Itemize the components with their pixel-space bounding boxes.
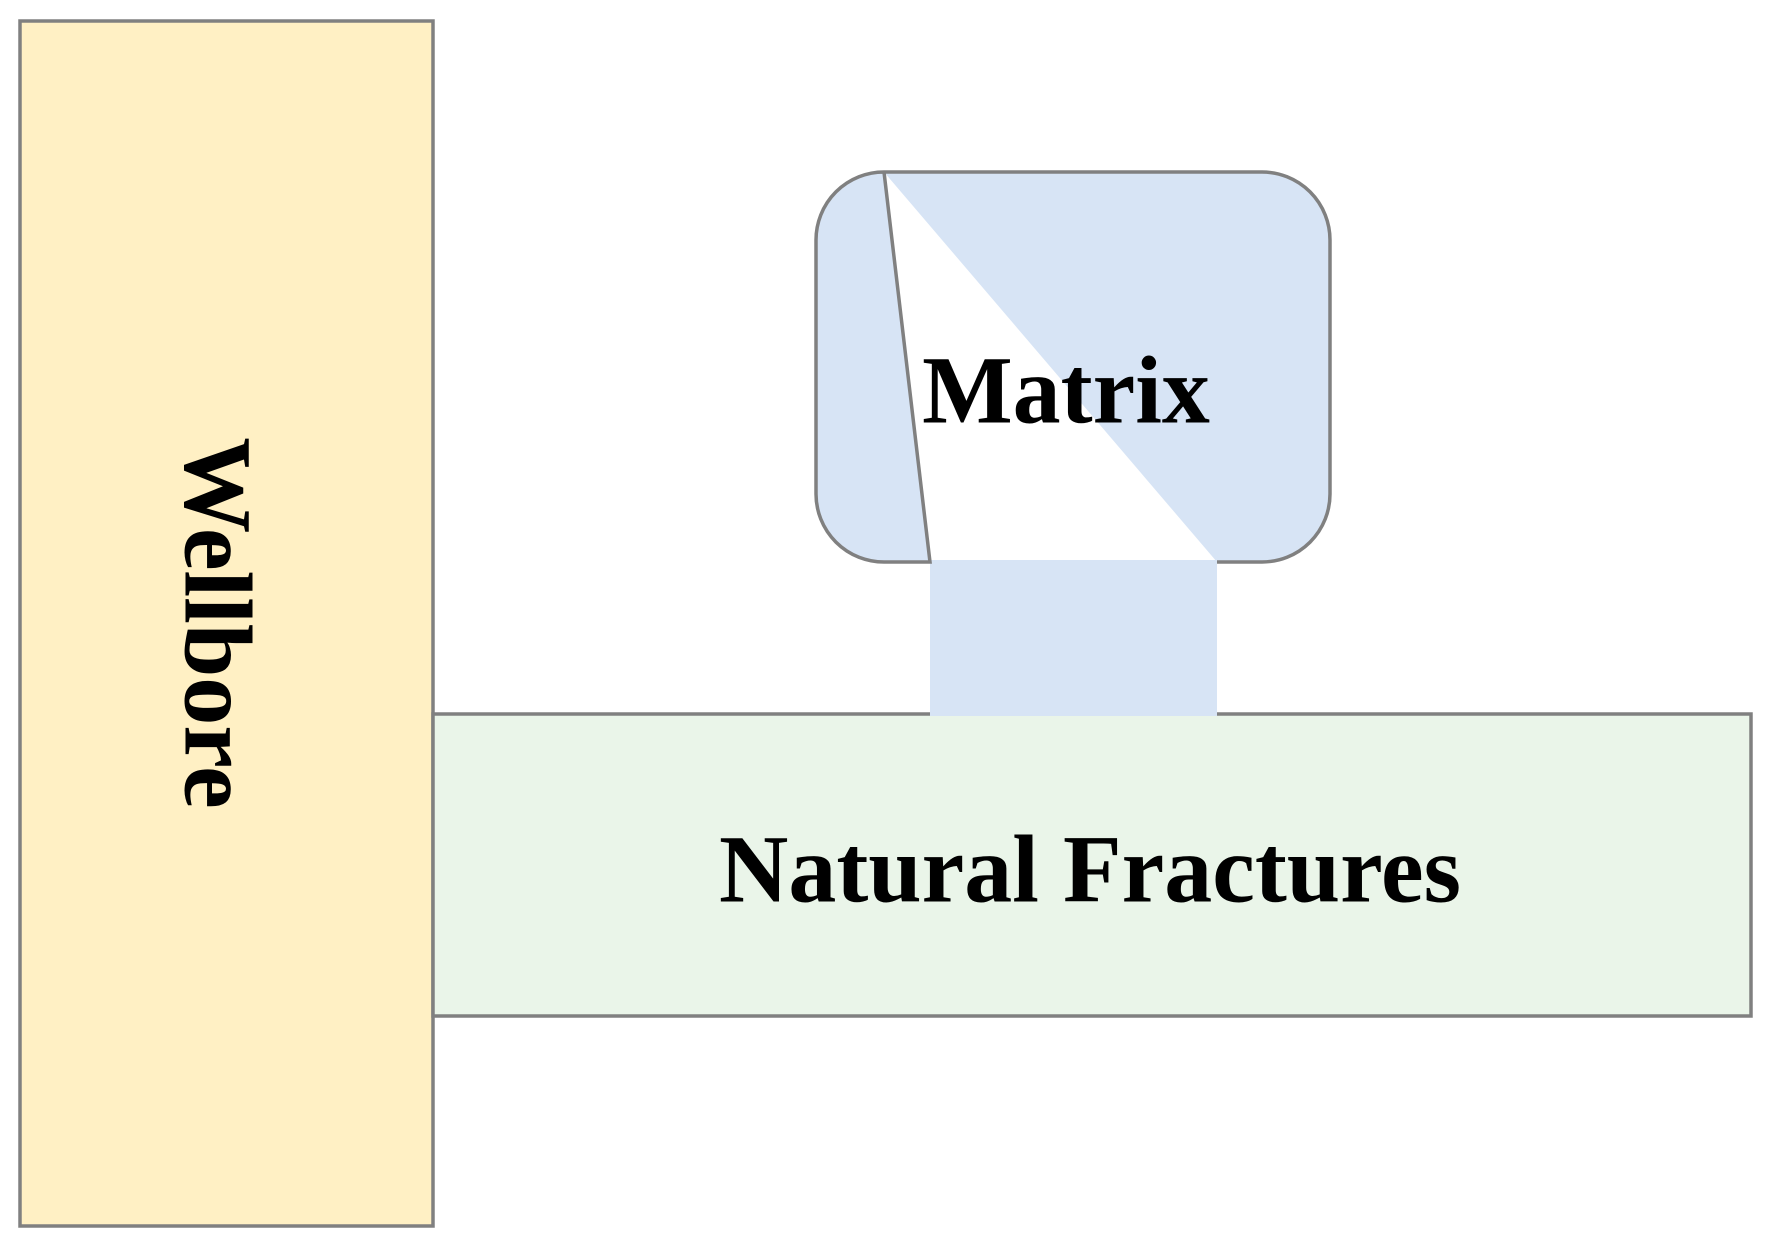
natural-fractures-rect [431,712,1753,1018]
natural-fractures-block: Natural Fractures [431,712,1753,1018]
wellbore-rect [18,19,435,1228]
wellbore-block: Wellbore [18,19,435,1228]
matrix-connector [930,560,1217,716]
wellbore-label: Wellbore [165,437,272,809]
matrix-label: Matrix [922,337,1210,444]
matrix-block: Matrix [814,170,1332,716]
natural-fractures-label: Natural Fractures [719,816,1461,923]
matrix-rect [814,170,1332,564]
